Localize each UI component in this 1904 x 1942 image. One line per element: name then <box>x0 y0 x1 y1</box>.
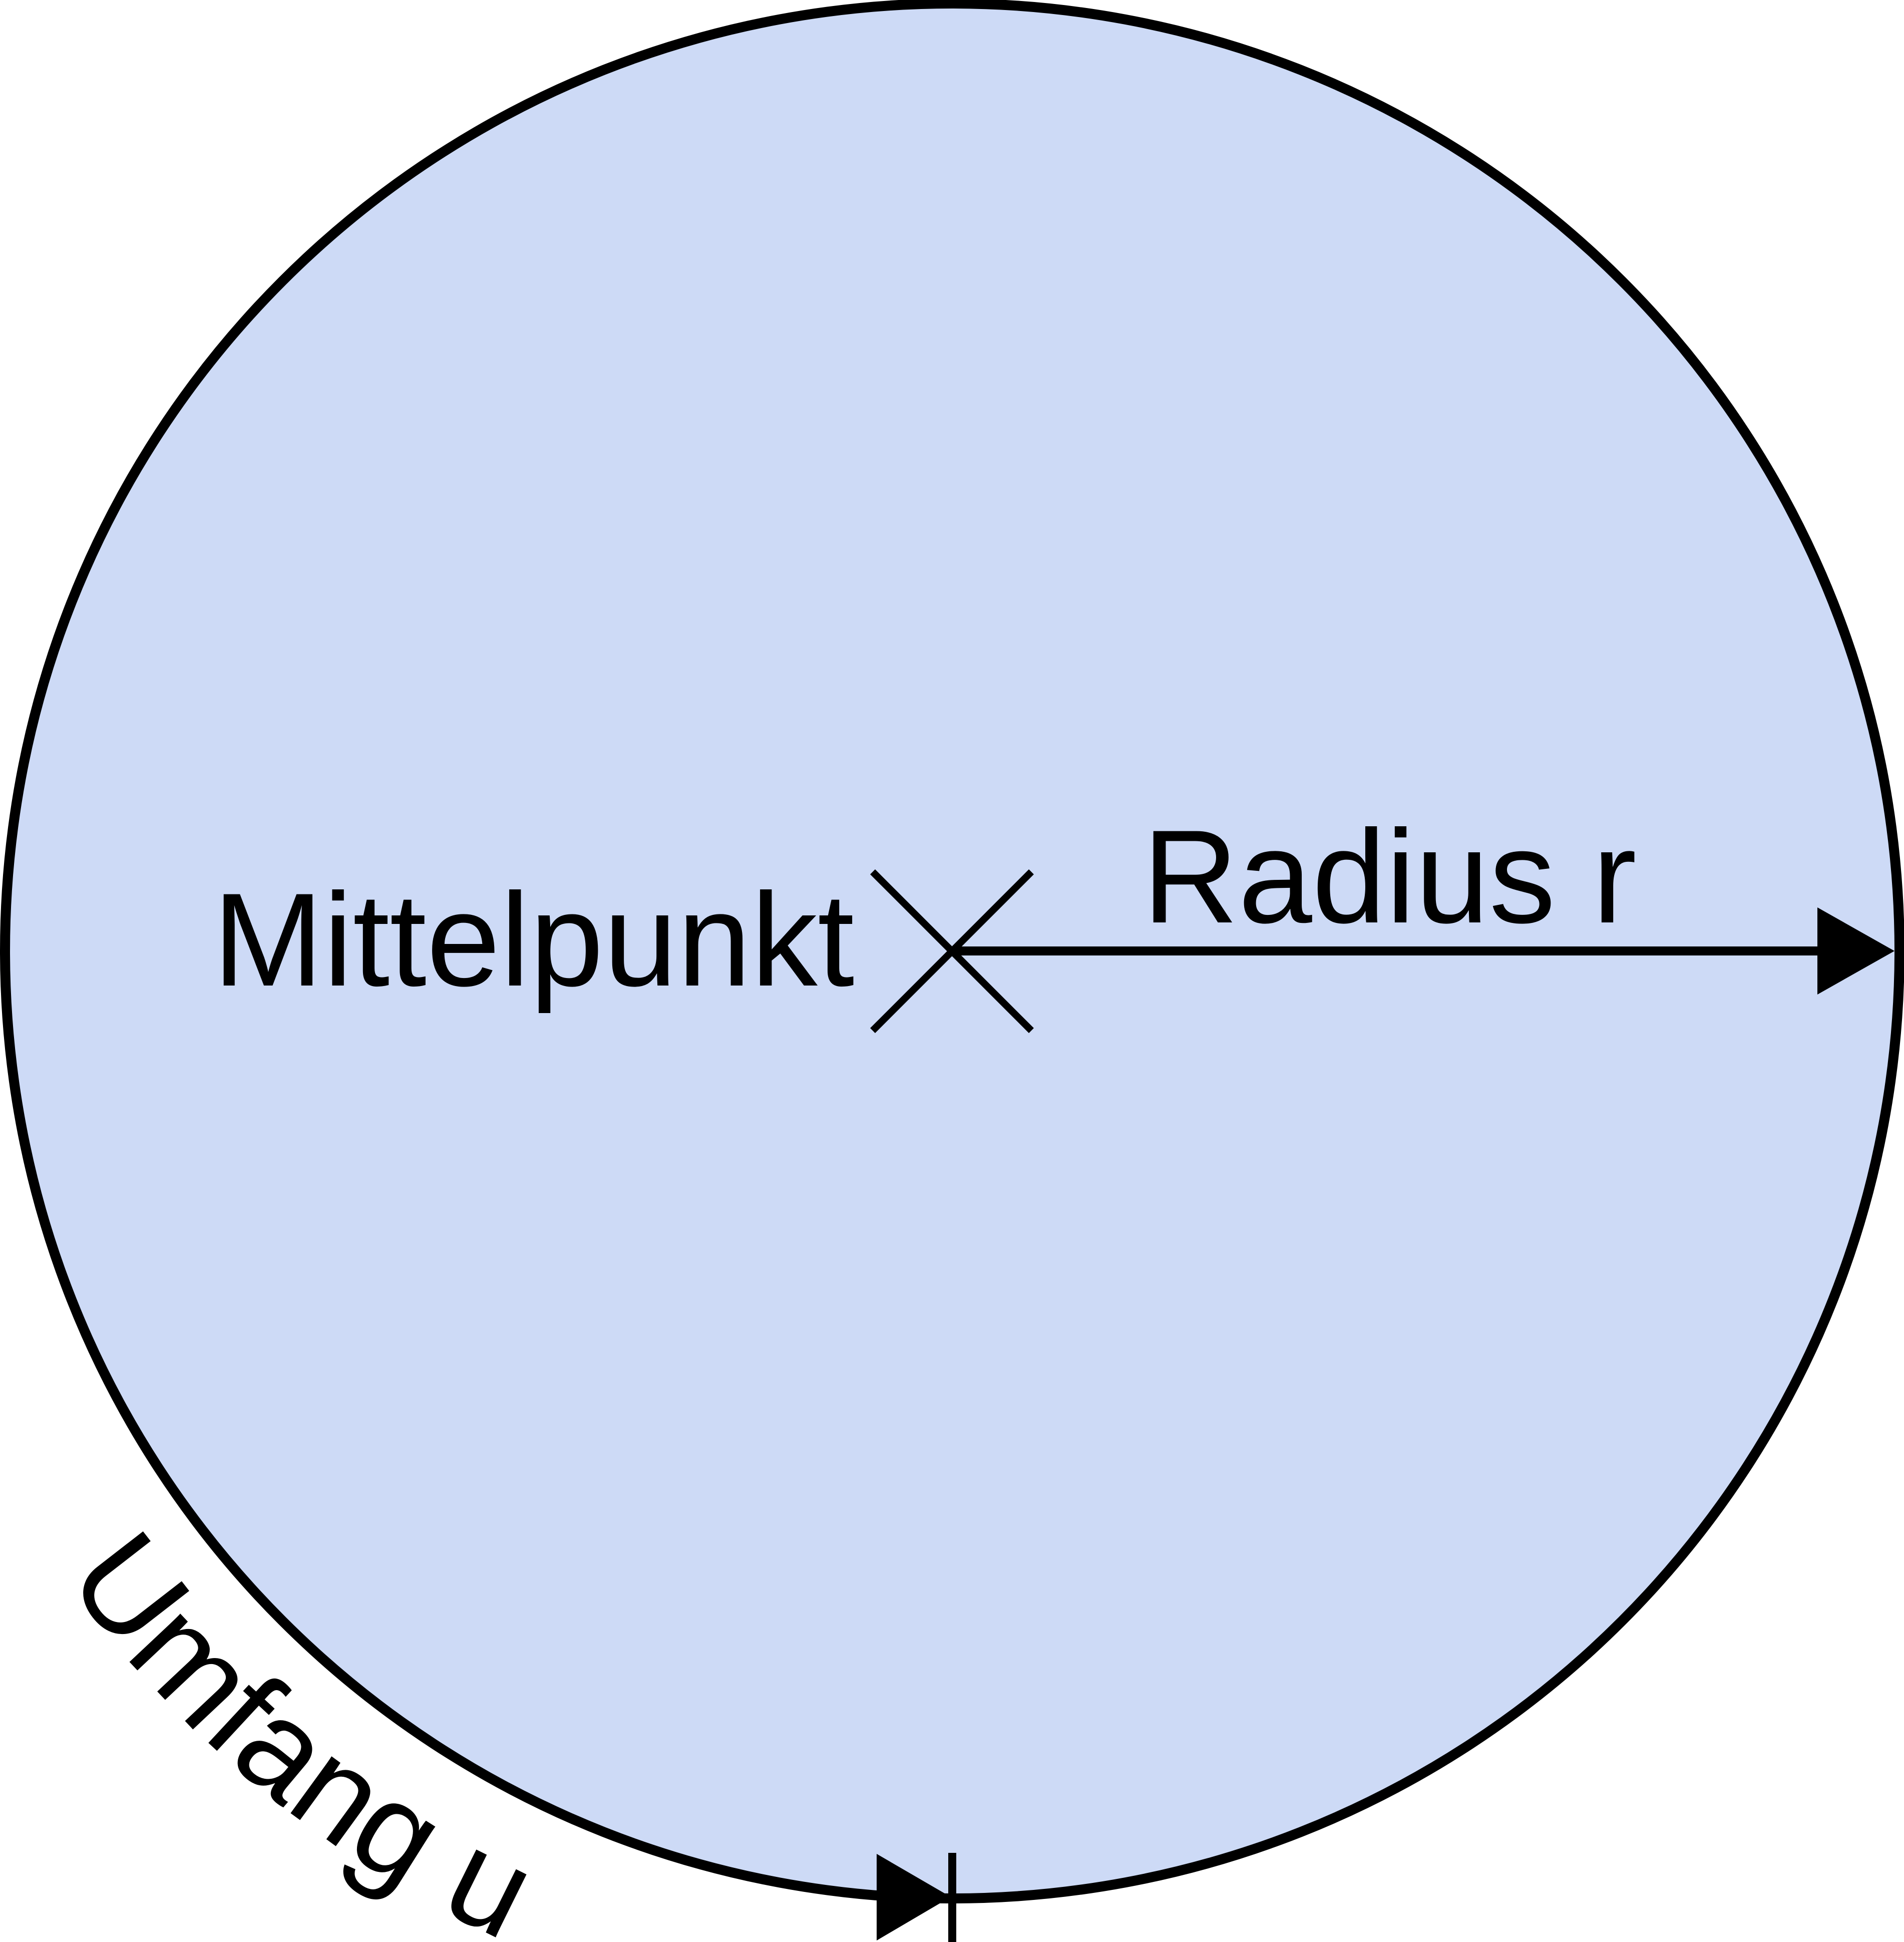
arrowhead-icon <box>1817 907 1894 995</box>
radius-arrow <box>952 907 1894 995</box>
radius-label: Radius r <box>1143 803 1637 951</box>
center-label: Mittelpunkt <box>213 866 855 1015</box>
arrowhead-icon <box>877 1854 951 1940</box>
circumference-marker <box>877 1853 956 1942</box>
center-cross-icon <box>870 869 1034 1033</box>
